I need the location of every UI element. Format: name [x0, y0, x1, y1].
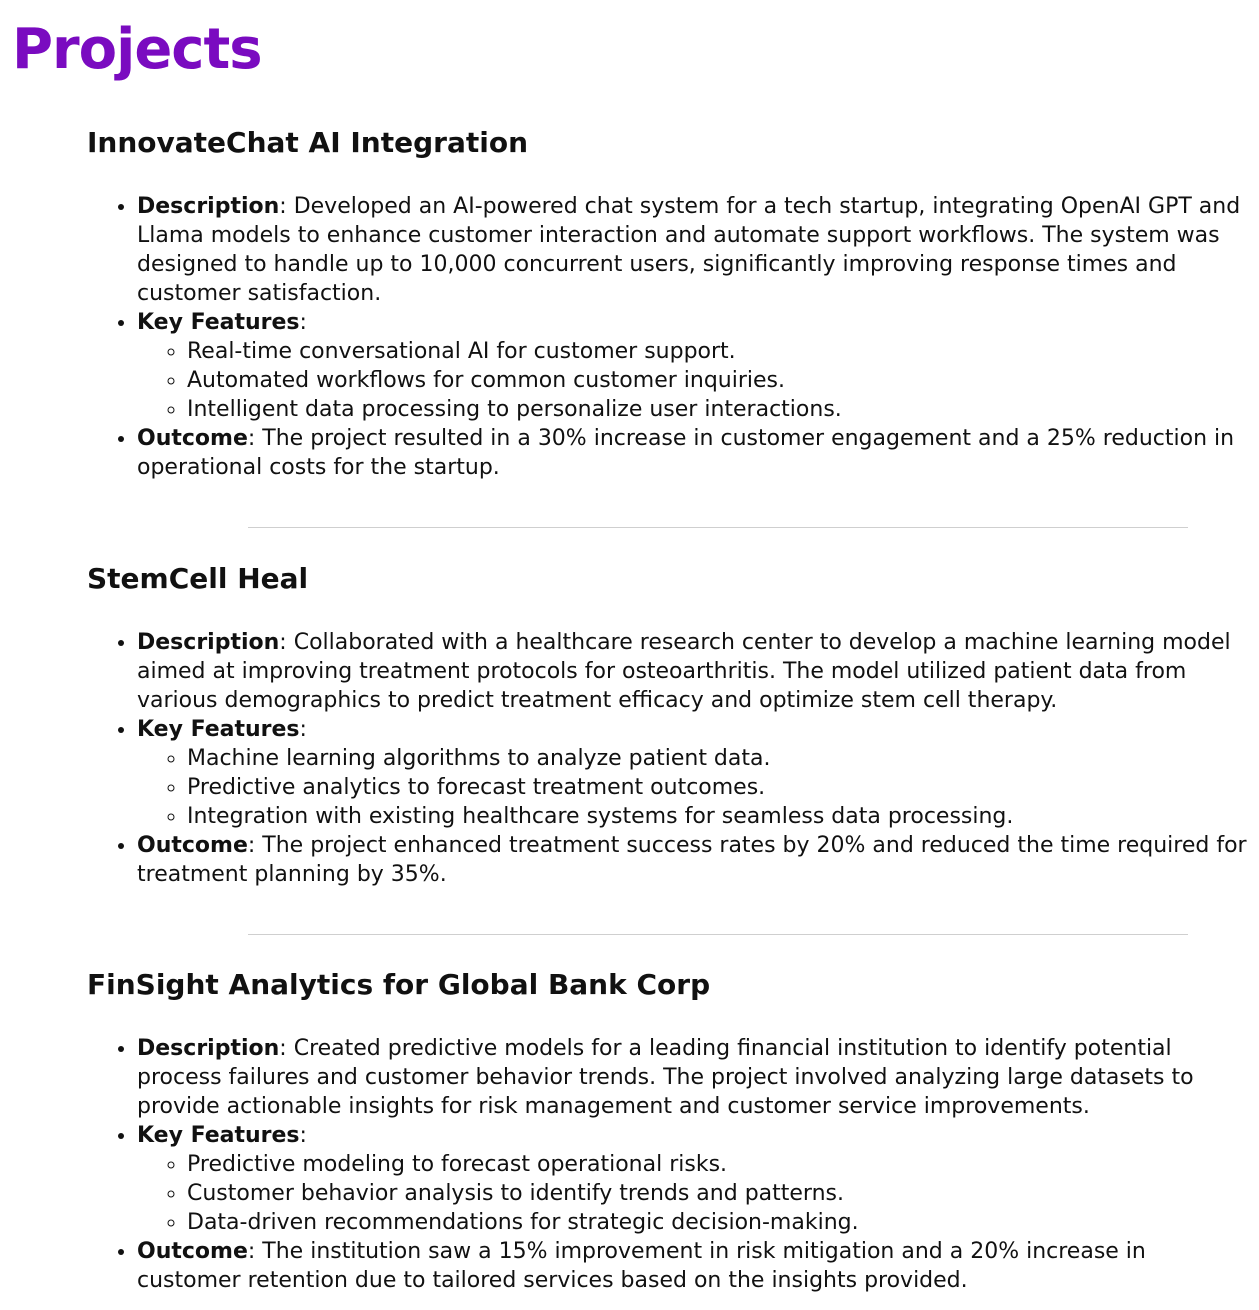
description-label: Description	[137, 1036, 280, 1061]
feature-item: Machine learning algorithms to analyze p…	[187, 744, 1252, 773]
section-divider	[248, 527, 1188, 528]
outcome-text: The project enhanced treatment success r…	[137, 833, 1247, 887]
features-list: Real-time conversational AI for customer…	[137, 337, 1252, 424]
features-list: Machine learning algorithms to analyze p…	[137, 744, 1252, 831]
project-section: FinSight Analytics for Global Bank Corp …	[87, 966, 1252, 1295]
key-features-label: Key Features	[137, 1123, 300, 1148]
project-details-list: Description: Developed an AI-powered cha…	[87, 192, 1252, 482]
outcome-label: Outcome	[137, 426, 248, 451]
project-title: StemCell Heal	[87, 562, 309, 595]
outcome-item: Outcome: The project enhanced treatment …	[137, 831, 1252, 889]
description-label: Description	[137, 194, 280, 219]
key-features-item: Key Features: Machine learning algorithm…	[137, 715, 1252, 831]
outcome-text: The project resulted in a 30% increase i…	[137, 426, 1235, 480]
project-title: FinSight Analytics for Global Bank Corp	[87, 968, 711, 1001]
feature-item: Intelligent data processing to personali…	[187, 395, 1252, 424]
feature-item: Predictive modeling to forecast operatio…	[187, 1150, 1252, 1179]
outcome-text: The institution saw a 15% improvement in…	[137, 1239, 1146, 1293]
project-section: StemCell Heal Description: Collaborated …	[87, 560, 1252, 889]
project-details-list: Description: Created predictive models f…	[87, 1034, 1252, 1295]
feature-item: Real-time conversational AI for customer…	[187, 337, 1252, 366]
key-features-label: Key Features	[137, 717, 300, 742]
description-text: Collaborated with a healthcare research …	[137, 630, 1231, 713]
project-section: InnovateChat AI Integration Description:…	[87, 124, 1252, 482]
section-divider	[248, 934, 1188, 935]
features-list: Predictive modeling to forecast operatio…	[137, 1150, 1252, 1237]
project-details-list: Description: Collaborated with a healthc…	[87, 628, 1252, 889]
key-features-item: Key Features: Real-time conversational A…	[137, 308, 1252, 424]
outcome-label: Outcome	[137, 833, 248, 858]
description-item: Description: Collaborated with a healthc…	[137, 628, 1252, 715]
page-title: Projects	[12, 17, 263, 82]
description-item: Description: Created predictive models f…	[137, 1034, 1252, 1121]
description-text: Created predictive models for a leading …	[137, 1036, 1194, 1119]
description-label: Description	[137, 630, 280, 655]
feature-item: Predictive analytics to forecast treatme…	[187, 773, 1252, 802]
feature-item: Customer behavior analysis to identify t…	[187, 1179, 1252, 1208]
key-features-label: Key Features	[137, 310, 300, 335]
feature-item: Integration with existing healthcare sys…	[187, 802, 1252, 831]
feature-item: Data-driven recommendations for strategi…	[187, 1208, 1252, 1237]
outcome-label: Outcome	[137, 1239, 248, 1264]
description-item: Description: Developed an AI-powered cha…	[137, 192, 1252, 308]
key-features-item: Key Features: Predictive modeling to for…	[137, 1121, 1252, 1237]
outcome-item: Outcome: The institution saw a 15% impro…	[137, 1237, 1252, 1295]
project-title: InnovateChat AI Integration	[87, 126, 529, 159]
feature-item: Automated workflows for common customer …	[187, 366, 1252, 395]
description-text: Developed an AI-powered chat system for …	[137, 194, 1241, 306]
outcome-item: Outcome: The project resulted in a 30% i…	[137, 424, 1252, 482]
